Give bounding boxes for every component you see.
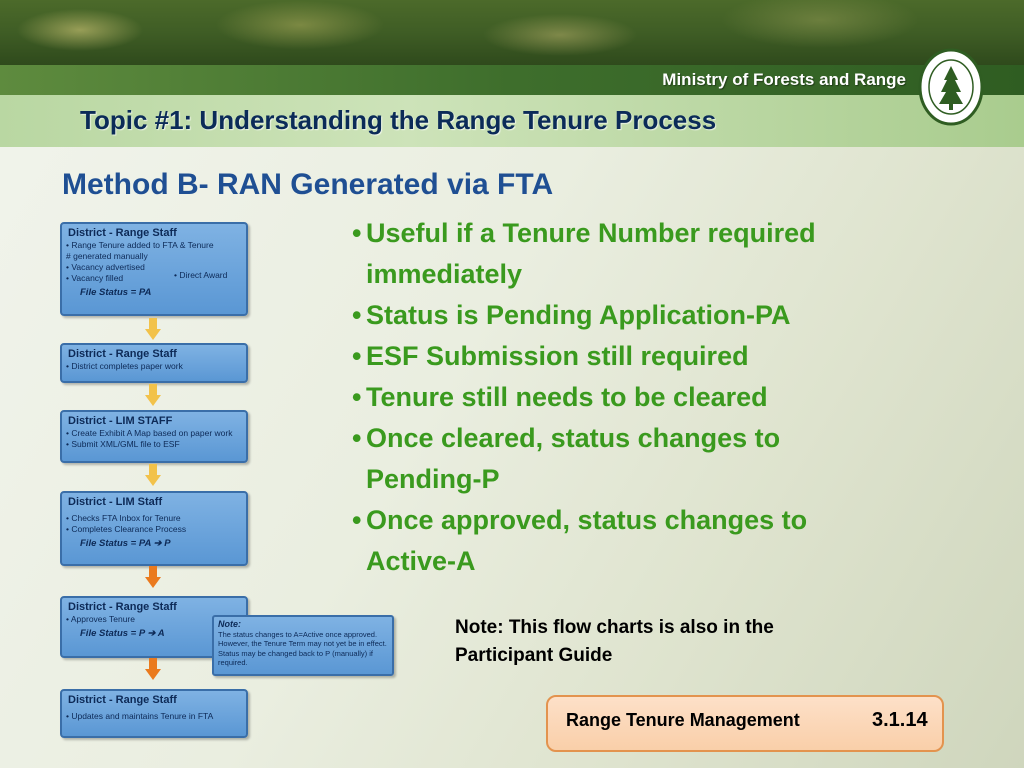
bullet-item: •Tenure still needs to be cleared: [352, 382, 768, 412]
flow-step-line: • Vacancy advertised: [66, 262, 145, 272]
flow-step-heading: District - Range Staff: [68, 601, 177, 613]
footer-box: [546, 695, 944, 752]
method-title: Method B- RAN Generated via FTA: [62, 168, 554, 201]
bullet-item: •Status is Pending Application-PA: [352, 300, 791, 330]
participant-guide-note: Note: This flow charts is also in the Pa…: [455, 614, 915, 670]
arrow-down-icon: [145, 464, 161, 486]
flow-step-1: District - Range Staff • Range Tenure ad…: [60, 222, 248, 316]
flow-step-line: • Range Tenure added to FTA & Tenure: [66, 240, 214, 250]
flow-note-text: The status changes to A=Active once appr…: [218, 629, 387, 668]
title-bar: [0, 95, 1024, 147]
flow-step-3: District - LIM STAFF • Create Exhibit A …: [60, 410, 248, 463]
flow-step-6: District - Range Staff • Updates and mai…: [60, 689, 248, 738]
flow-step-line: • Updates and maintains Tenure in FTA: [66, 711, 214, 721]
flow-step-heading: District - LIM Staff: [68, 496, 163, 508]
flow-step-heading: District - LIM STAFF: [68, 415, 173, 427]
forest-banner-image: [0, 0, 1024, 65]
flow-step-status: File Status = PA ➔ P: [80, 538, 171, 549]
arrow-down-icon: [145, 384, 161, 406]
flow-step-line: • Approves Tenure: [66, 614, 135, 624]
flow-step-4: District - LIM Staff • Checks FTA Inbox …: [60, 491, 248, 566]
flow-step-line: # generated manually: [66, 251, 148, 261]
flow-step-line: • Completes Clearance Process: [66, 524, 187, 534]
flow-step-line: • District completes paper work: [66, 361, 183, 371]
flow-note-box: Note: The status changes to A=Active onc…: [212, 615, 394, 676]
topic-title: Topic #1: Understanding the Range Tenure…: [80, 105, 717, 135]
flow-step-line: • Create Exhibit A Map based on paper wo…: [66, 428, 233, 438]
forest-service-logo: [918, 48, 984, 126]
arrow-down-icon: [145, 566, 161, 588]
arrow-down-icon: [145, 318, 161, 340]
footer-label: Range Tenure Management: [566, 710, 800, 730]
flow-step-line: • Direct Award: [174, 270, 228, 280]
flow-step-status: File Status = PA: [80, 287, 152, 298]
arrow-down-icon: [145, 658, 161, 680]
flow-step-line: • Vacancy filled: [66, 273, 124, 283]
ministry-bar: [0, 65, 1024, 95]
bullet-item: •ESF Submission still required: [352, 341, 749, 371]
flow-step-2: District - Range Staff • District comple…: [60, 343, 248, 383]
guide-note-line: Note: This flow charts is also in the: [455, 617, 774, 638]
flow-step-heading: District - Range Staff: [68, 348, 177, 360]
flow-step-line: • Submit XML/GML file to ESF: [66, 439, 180, 449]
ministry-name: Ministry of Forests and Range: [662, 70, 906, 89]
flow-step-heading: District - Range Staff: [68, 694, 177, 706]
guide-note-line: Participant Guide: [455, 645, 613, 666]
flow-note-heading: Note:: [218, 619, 241, 629]
slide-number: 3.1.14: [872, 709, 928, 731]
flow-step-status: File Status = P ➔ A: [80, 628, 165, 639]
flow-step-line: • Checks FTA Inbox for Tenure: [66, 513, 181, 523]
flow-step-heading: District - Range Staff: [68, 227, 177, 239]
